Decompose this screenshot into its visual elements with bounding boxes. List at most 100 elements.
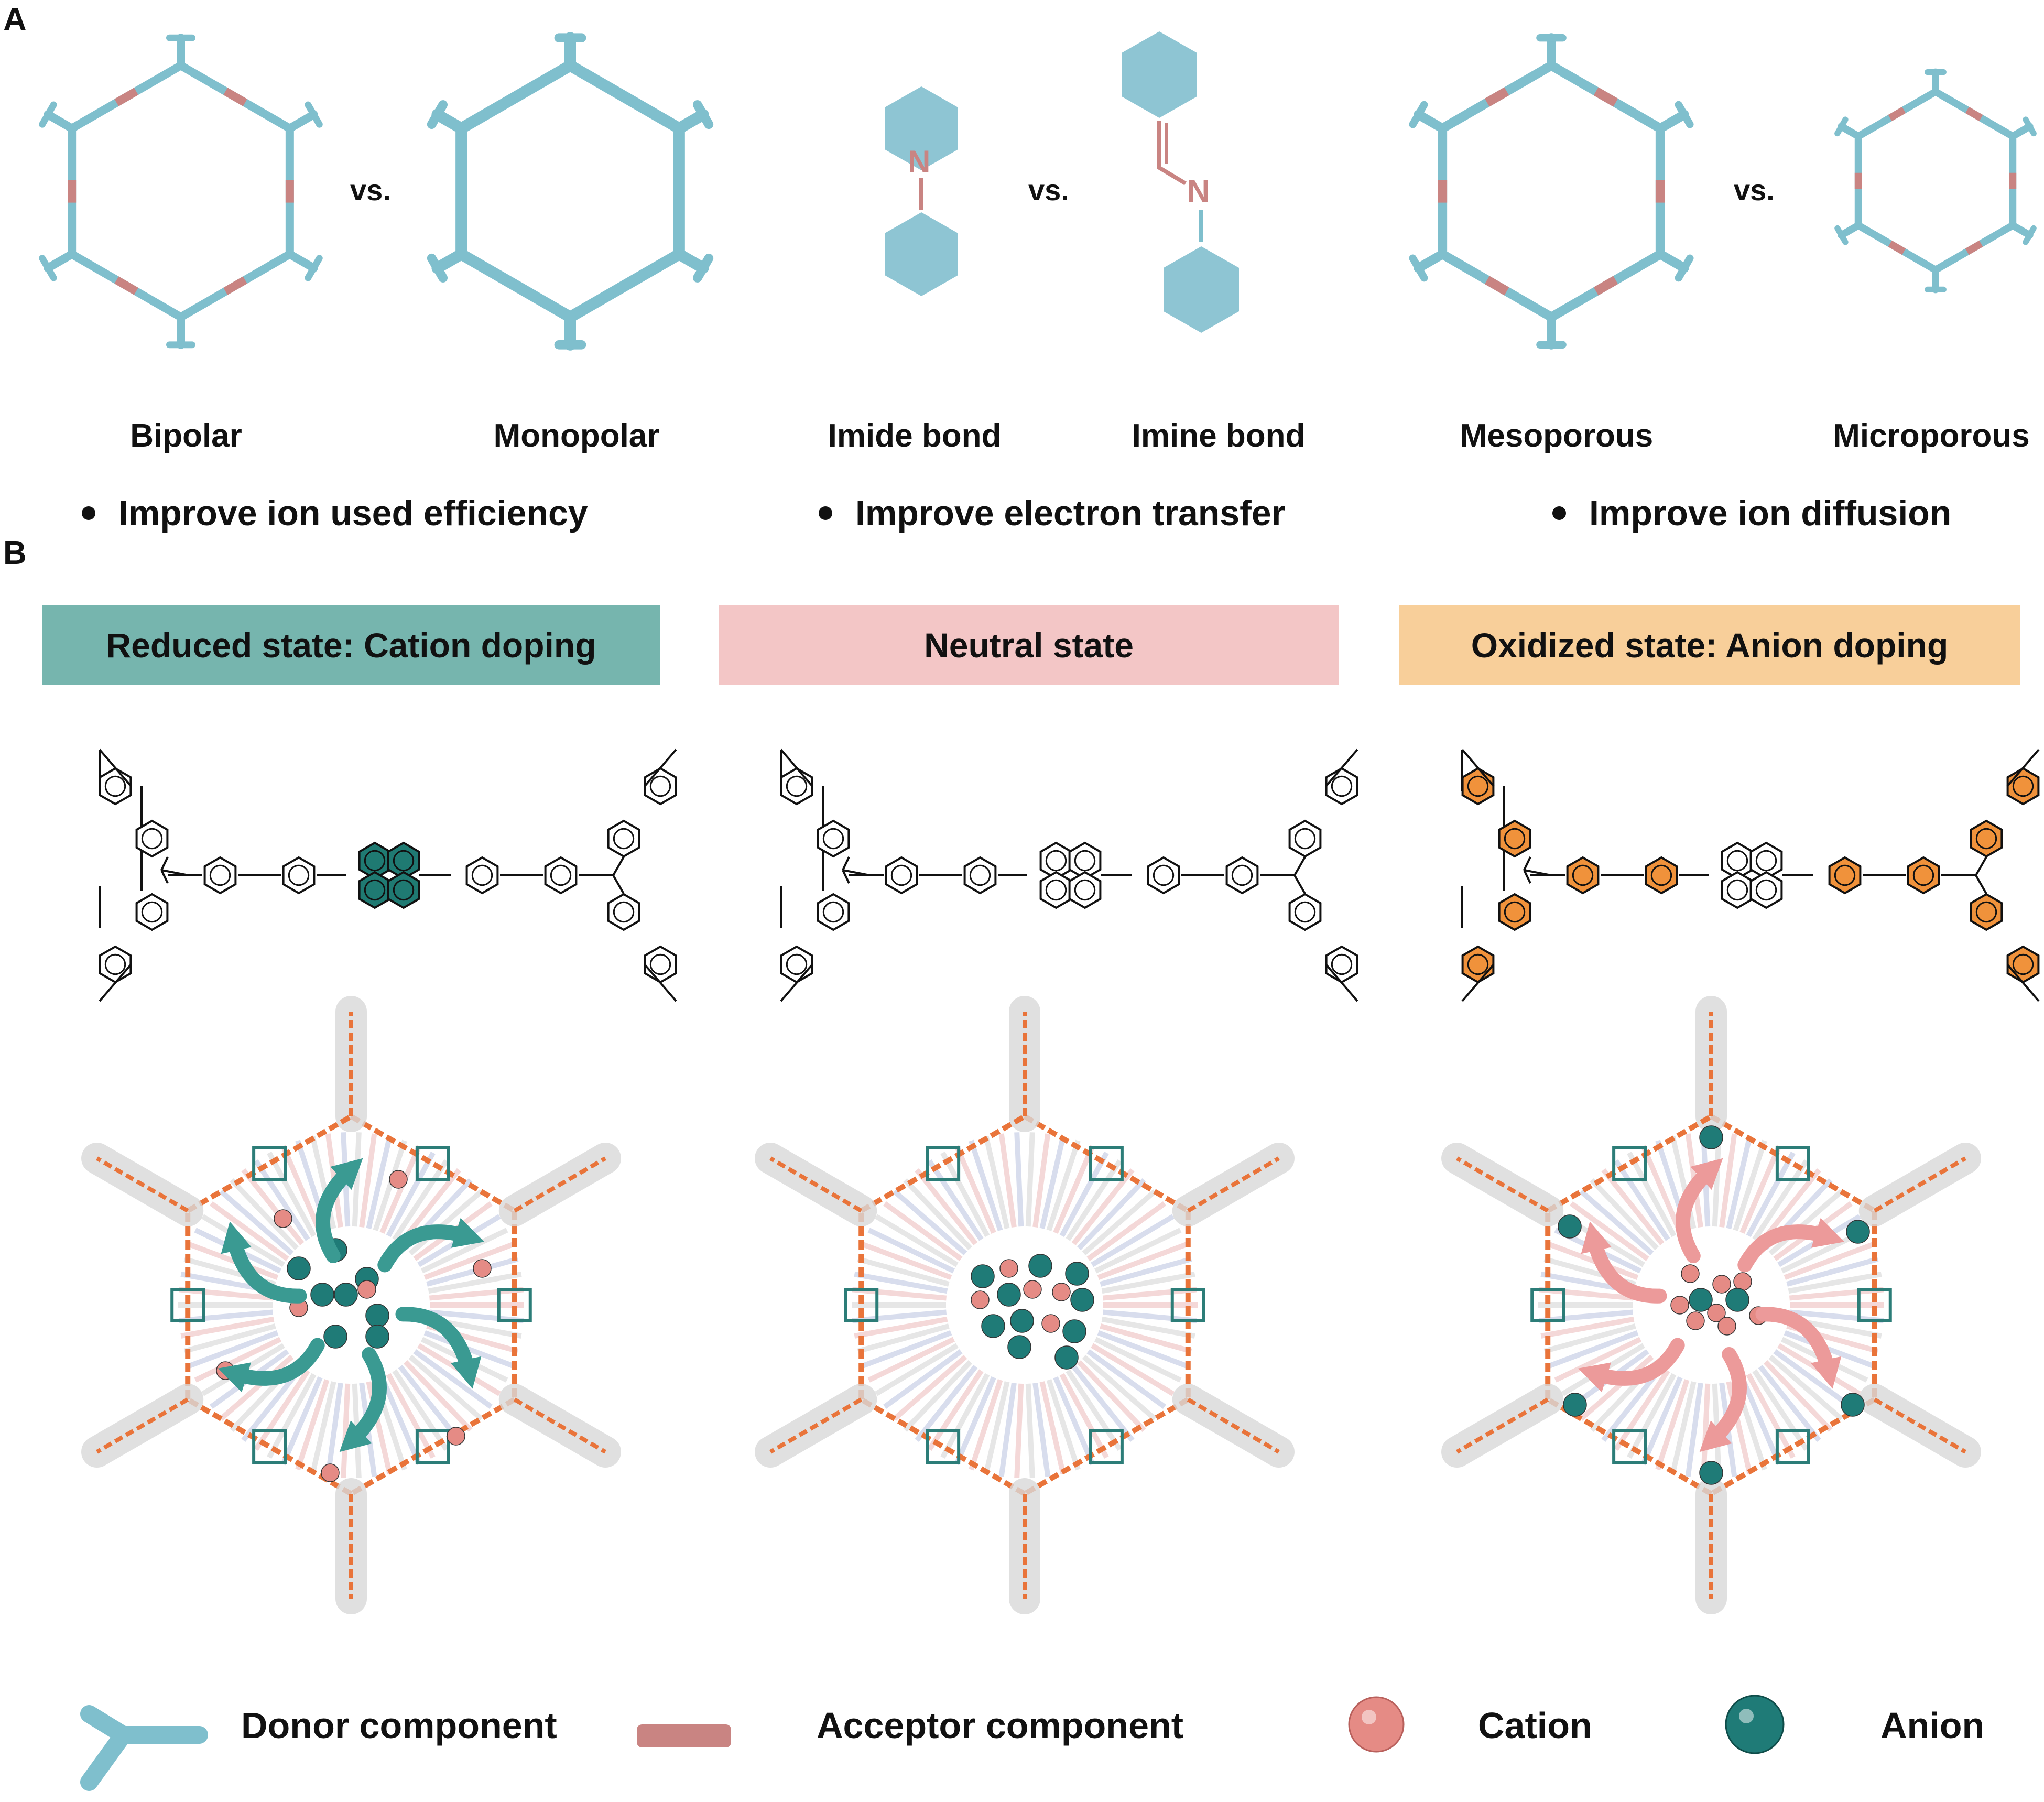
arm-tick — [2023, 116, 2037, 137]
benzene-ring — [135, 819, 169, 858]
vertex-arm — [1655, 249, 1689, 273]
anion-ball — [1070, 1288, 1094, 1312]
pore-wall-strand — [180, 1316, 275, 1339]
pore-wall-strand — [1025, 1383, 1035, 1478]
arm-tick — [1675, 101, 1694, 128]
pore-wall-strand — [862, 1242, 952, 1280]
banner-oxidized-state: Oxidized state: Anion doping — [1399, 605, 2020, 685]
cation-ball — [274, 1209, 292, 1228]
pore-wall-strand — [420, 1228, 508, 1274]
pore-wall-strand — [379, 1376, 422, 1466]
pore-wall-strand — [386, 1373, 436, 1459]
aromatic-circle — [649, 775, 671, 797]
pore-wall-strand — [398, 1365, 461, 1442]
pore-wall-strand — [183, 1323, 276, 1354]
arm-linker — [769, 1156, 863, 1213]
aromatic-circle — [1650, 864, 1672, 886]
pore-wall-strand — [1768, 1354, 1843, 1421]
pore-wall-strand — [857, 1256, 950, 1287]
vertex-arm — [673, 248, 709, 274]
pore-wall-strand — [1071, 1168, 1135, 1245]
pore-wall-strand — [1627, 1373, 1677, 1459]
pore-wall-strand — [1685, 1382, 1703, 1477]
arm-tick — [305, 255, 323, 281]
arrow-head — [451, 1356, 482, 1389]
benzene-ring — [465, 856, 499, 895]
imide-bottom-ring — [885, 212, 958, 296]
pore-wall-strand — [1102, 1309, 1198, 1323]
cation-highlight — [1362, 1710, 1376, 1724]
pore-wall-strand — [1570, 1201, 1649, 1261]
anion-highlight — [1739, 1709, 1754, 1723]
neutral-molecule — [780, 748, 1358, 1002]
benzene-ring — [1566, 856, 1600, 895]
cation-ball — [357, 1280, 376, 1299]
banner-neutral-state: Neutral state — [719, 605, 1339, 685]
aromatic-circle — [1331, 775, 1353, 797]
benzene-ring — [817, 893, 850, 931]
benzene-ring — [99, 945, 132, 984]
acceptor-unit — [170, 1288, 205, 1322]
pore-wall-strand — [1077, 1360, 1146, 1432]
pore-wall-strand — [1014, 1383, 1024, 1478]
aromatic-circle — [822, 828, 844, 850]
pore-wall-strand — [366, 1136, 393, 1229]
cation-ball — [1052, 1283, 1071, 1301]
pore-wall-strand — [1046, 1139, 1081, 1231]
aromatic-circle — [613, 901, 635, 923]
imide-bond-structure — [885, 86, 958, 296]
pore-wall-strand — [867, 1228, 955, 1274]
anion-ball — [1563, 1393, 1587, 1417]
label-imide-bond: Imide bond — [828, 418, 1002, 454]
aromatic-circle — [2012, 775, 2034, 797]
label-imine-bond: Imine bond — [1132, 418, 1306, 454]
benzene-ring — [203, 856, 237, 895]
imide-n-atom: N — [908, 144, 931, 179]
anion-ball — [365, 1304, 389, 1328]
acceptor-segment — [1484, 276, 1509, 296]
anion-ball — [287, 1256, 311, 1280]
donor-edge — [186, 1114, 353, 1213]
aromatic-circle — [1504, 901, 1526, 923]
pore-wall-strand — [1590, 1178, 1659, 1251]
bullet-dot — [819, 506, 832, 520]
pore-wall-strand — [413, 1349, 493, 1409]
vertex-arm — [44, 250, 77, 273]
pore-wall-strand — [178, 1287, 274, 1301]
vs-label-1: vs. — [350, 173, 391, 207]
bond — [1293, 875, 1306, 894]
pore-wall-strand — [1032, 1133, 1051, 1228]
aromatic-circle — [1726, 879, 1748, 901]
bond — [1975, 856, 1987, 876]
aromatic-circle — [550, 864, 572, 886]
arm-tick — [1409, 101, 1428, 128]
pore-wall-strand — [1768, 1189, 1843, 1256]
pore-wall-strand — [379, 1145, 422, 1234]
pore-wall-strand — [1752, 1159, 1809, 1241]
bond — [1975, 875, 1987, 894]
pore-wall-strand — [1579, 1354, 1654, 1421]
bond — [1325, 748, 1358, 787]
migration-arrow — [1585, 1338, 1685, 1386]
monopolar-hexagon — [427, 32, 714, 351]
donor-edge — [1710, 1114, 1876, 1213]
pore-wall-strand — [1059, 1373, 1109, 1459]
cation-icon — [1348, 1696, 1405, 1753]
pore-wall-strand — [1039, 1381, 1066, 1474]
microporous-hexagon — [1834, 68, 2037, 294]
bullet-dot — [82, 506, 95, 520]
cation-ball — [1041, 1314, 1060, 1333]
arrow-head — [330, 1158, 363, 1190]
pore-wall-strand — [210, 1201, 289, 1261]
pore-wall-strand — [983, 1381, 1010, 1474]
arm-linker — [1873, 1156, 1966, 1213]
legend-acceptor-label: Acceptor component — [817, 1705, 1184, 1746]
pore-wall-strand — [1091, 1214, 1175, 1267]
benzene-ring — [1461, 945, 1495, 984]
bond — [842, 856, 850, 871]
arm-linker — [513, 1156, 606, 1213]
pore-wall-strand — [1086, 1349, 1166, 1409]
pore-wall-strand — [1039, 1136, 1066, 1229]
imine-n-atom: N — [1187, 173, 1210, 209]
